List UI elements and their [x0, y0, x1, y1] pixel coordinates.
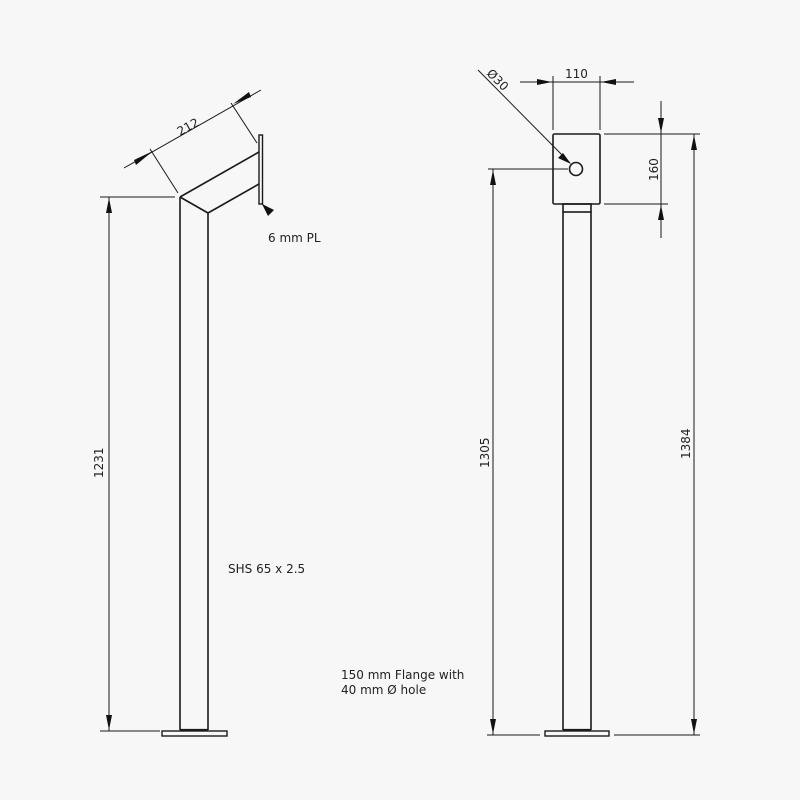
- plate-leader-arrow-icon: [262, 204, 274, 216]
- hole-circle: [568, 161, 584, 177]
- left-wall-plate: [258, 134, 264, 205]
- arm-length-dimension: 212: [123, 89, 262, 194]
- hole-height-value: 1305: [478, 437, 492, 468]
- total-height-value: 1384: [679, 428, 693, 459]
- plate-height-value: 160: [647, 158, 661, 181]
- arm-length-value: 212: [175, 115, 202, 138]
- hole-diameter-dimension: Ø30: [477, 66, 571, 164]
- plate-width-dimension: 110: [520, 67, 634, 130]
- total-height-dimension: 1384: [614, 134, 700, 736]
- left-view: 6 mm PL 212 1231 SHS 65 x 2.5: [92, 89, 321, 737]
- flange-note-line2: 40 mm Ø hole: [341, 683, 426, 697]
- flange-note-line1: 150 mm Flange with: [341, 668, 464, 682]
- right-base-flange: [544, 730, 610, 737]
- left-pole: [161, 151, 260, 737]
- plate-label: 6 mm PL: [268, 231, 321, 245]
- plate-height-dimension: 160: [604, 101, 700, 238]
- pole-height-value: 1231: [92, 447, 106, 478]
- pole-height-dimension: 1231: [92, 196, 175, 732]
- plate-width-value: 110: [565, 67, 588, 81]
- right-view: Ø30 110 160 1305: [341, 66, 700, 737]
- hole-height-dimension: 1305: [478, 168, 568, 736]
- left-base-flange: [161, 730, 228, 737]
- hole-diameter-value: Ø30: [484, 66, 511, 93]
- right-neck: [562, 203, 592, 213]
- section-label: SHS 65 x 2.5: [228, 562, 305, 576]
